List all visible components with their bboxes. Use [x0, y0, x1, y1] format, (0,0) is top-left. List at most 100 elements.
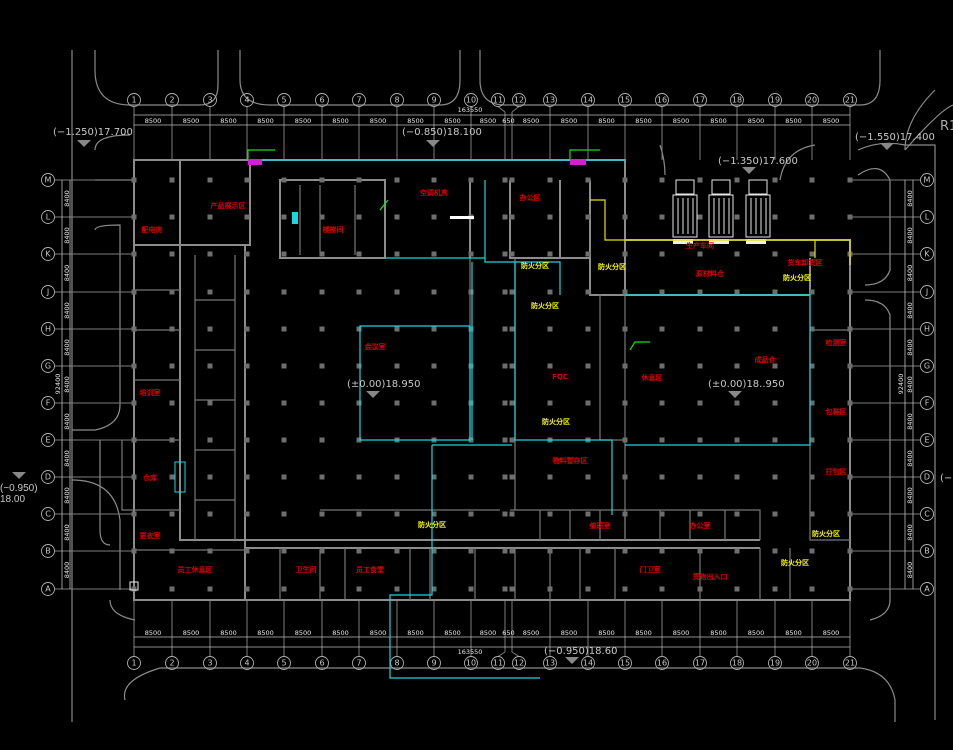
room-label[interactable]: 检测室 [826, 338, 847, 347]
room-label[interactable]: 货物出入口 [692, 572, 728, 581]
column [356, 177, 362, 183]
axis-leader [497, 106, 506, 113]
column [734, 586, 740, 592]
dimension-text: 8400 [63, 302, 71, 319]
dimension-text: 8500 [295, 117, 312, 125]
column [585, 474, 591, 480]
axis-bubble [127, 656, 141, 670]
axis-bubble [693, 656, 707, 670]
column [847, 177, 853, 183]
column [131, 474, 137, 480]
column [131, 177, 137, 183]
column [281, 289, 287, 295]
room-label[interactable]: 包装区 [826, 407, 847, 416]
column [169, 326, 175, 332]
column [207, 177, 213, 183]
column [244, 363, 250, 369]
column [502, 177, 508, 183]
room-label[interactable]: 卫生间 [296, 565, 317, 574]
dimension-text: 8400 [63, 376, 71, 393]
column [772, 474, 778, 480]
fire-zone-label[interactable]: 防火分区 [521, 261, 549, 270]
dimension-text: 8500 [407, 117, 424, 125]
room-label[interactable]: 员工食堂 [356, 565, 384, 574]
room-label[interactable]: 货车卸货区 [787, 258, 823, 267]
room-label[interactable]: 办公室 [690, 521, 711, 530]
room-label[interactable]: 打包区 [826, 467, 847, 476]
room-label[interactable]: 产品展示区 [211, 201, 246, 210]
fire-zone-label[interactable]: 防火分区 [781, 558, 809, 567]
axis-label: 2 [169, 96, 174, 105]
room-label-fqc[interactable]: FQC [552, 373, 568, 381]
fire-zone-label[interactable]: 防火分区 [783, 273, 811, 282]
fire-zone-label[interactable]: 防火分区 [812, 529, 840, 538]
axis-label: C [45, 510, 51, 519]
axis-label: 3 [207, 96, 212, 105]
dimension-text: 8400 [906, 450, 914, 467]
dimension-text: 8400 [63, 227, 71, 244]
column [585, 289, 591, 295]
dimension-text: 8500 [561, 629, 578, 637]
elevation-top-mid: (−0.850)18.100 [402, 127, 482, 138]
axis-label: 9 [431, 659, 436, 668]
room-label[interactable]: 配电房 [142, 225, 163, 234]
dimension-text: 8500 [220, 629, 237, 637]
room-label[interactable]: 员工休息区 [178, 565, 213, 574]
column [207, 326, 213, 332]
column [847, 289, 853, 295]
room-label[interactable]: 门卫室 [640, 565, 661, 574]
column [734, 326, 740, 332]
column [281, 326, 287, 332]
column [772, 437, 778, 443]
room-label[interactable]: 生产车间 [686, 241, 714, 250]
radius-label: R15 [940, 119, 953, 134]
room-label[interactable]: 会议室 [365, 342, 386, 351]
fire-zone-label[interactable]: 防火分区 [418, 520, 446, 529]
axis-bubble [843, 656, 857, 670]
dimension-text: 8400 [906, 302, 914, 319]
dimension-text: 8500 [480, 117, 497, 125]
axis-bubble [203, 93, 217, 107]
room-label[interactable]: 空调机房 [420, 188, 448, 197]
room-label[interactable]: 值班室 [590, 521, 611, 530]
column [622, 511, 628, 517]
axis-label: 9 [431, 96, 436, 105]
axis-bubble [920, 210, 934, 224]
room-label[interactable]: 仓库 [142, 473, 157, 482]
dimension-text: 8500 [370, 629, 387, 637]
axis-bubble [655, 656, 669, 670]
fire-zone-label[interactable]: 防火分区 [542, 417, 570, 426]
column [431, 214, 437, 220]
room-label[interactable]: 成品仓 [755, 355, 777, 364]
dimension-text: 8500 [785, 117, 802, 125]
axis-label: 18 [732, 659, 742, 668]
structural-columns [131, 177, 853, 592]
column [131, 363, 137, 369]
fire-zone-label[interactable]: 防火分区 [598, 262, 626, 271]
column [169, 289, 175, 295]
column [356, 400, 362, 406]
axis-bubble [920, 507, 934, 521]
room-label[interactable]: 休息区 [641, 373, 663, 382]
axis-label: 10 [466, 96, 476, 105]
room-label[interactable]: 原材料仓 [696, 269, 725, 278]
truck-icon [672, 179, 698, 244]
elevation-markers: (−1.250)17.700 (−0.850)18.100 (−1.350)17… [0, 119, 953, 664]
room-label[interactable]: 楼梯间 [323, 225, 344, 234]
column [468, 511, 474, 517]
column [622, 177, 628, 183]
axis-label: M [924, 176, 931, 185]
column [585, 586, 591, 592]
fire-zone-label[interactable]: 防火分区 [531, 301, 559, 310]
room-label[interactable]: 办公区 [520, 193, 541, 202]
axis-bubble [730, 93, 744, 107]
column [622, 474, 628, 480]
column [509, 511, 515, 517]
room-label[interactable]: 物料暂存区 [553, 456, 588, 465]
column [319, 289, 325, 295]
axis-bubble [277, 93, 291, 107]
room-label[interactable]: 更衣室 [140, 531, 161, 540]
room-label[interactable]: 培训室 [140, 388, 161, 397]
loading-dock-trucks [672, 179, 771, 244]
